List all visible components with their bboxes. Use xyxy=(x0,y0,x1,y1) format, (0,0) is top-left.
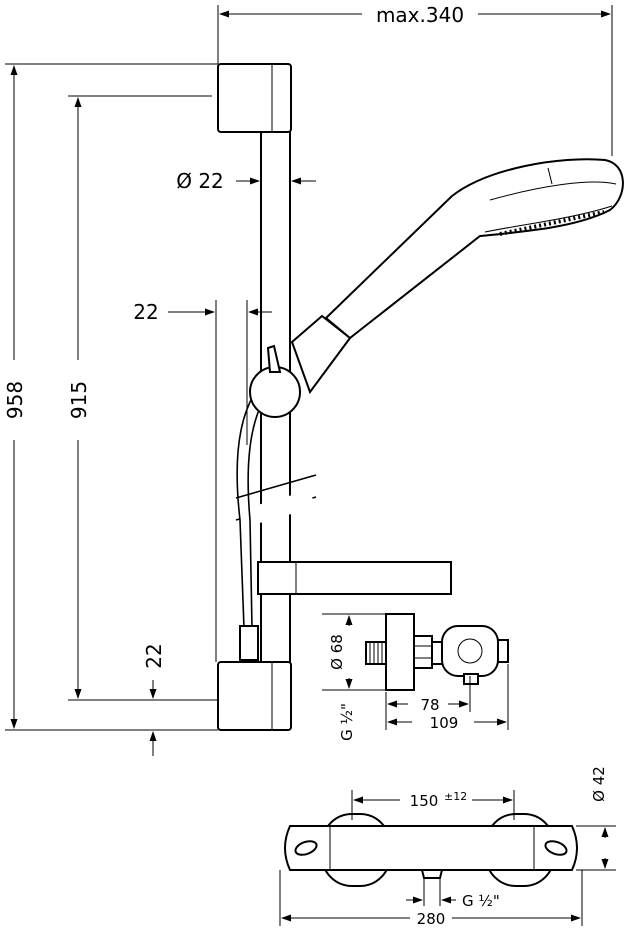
wall-rosette xyxy=(385,613,415,691)
dim-thread-outlet: G ½" xyxy=(462,892,500,910)
mixer-body-front xyxy=(284,825,578,871)
dim-bracket-22: 22 xyxy=(142,643,166,668)
top-wall-bracket xyxy=(217,63,292,133)
rail-dimensions: max.340 958 915 Ø 22 22 22 xyxy=(3,3,613,756)
slider-knob xyxy=(249,366,301,418)
hose-connector xyxy=(239,625,259,661)
mixer-body-side xyxy=(441,625,499,677)
dim-958: 958 xyxy=(3,381,27,419)
dim-150: 150 xyxy=(410,792,439,810)
dim-max-340: max.340 xyxy=(376,3,464,27)
dim-109: 109 xyxy=(430,714,459,732)
slider-lever xyxy=(266,344,282,373)
shower-rail-assembly xyxy=(217,63,624,731)
dim-thread-vertical: G ½" xyxy=(338,703,356,741)
dim-rosette-diameter: Ø 68 xyxy=(328,634,346,670)
dim-78: 78 xyxy=(420,696,439,714)
soap-dish xyxy=(257,561,452,595)
outlet xyxy=(420,869,444,879)
hand-shower-body xyxy=(324,158,624,340)
mixer-front-view: 150 ±12 Ø 42 G ½" 280 xyxy=(279,766,616,928)
temperature-handle-mark xyxy=(294,840,318,856)
dim-wall-offset-22: 22 xyxy=(133,300,158,324)
dim-rail-diameter: Ø 22 xyxy=(176,169,224,193)
break-line-top xyxy=(235,474,317,499)
dim-diameter-42: Ø 42 xyxy=(590,766,608,802)
inlet-thread xyxy=(365,641,387,665)
hand-shower xyxy=(290,158,624,395)
bottom-wall-bracket xyxy=(217,661,292,731)
mixer-side-view: Ø 68 G ½" 78 109 xyxy=(322,613,509,741)
inlet-nut xyxy=(413,635,433,669)
dim-280: 280 xyxy=(417,910,446,928)
dim-150-tolerance: ±12 xyxy=(444,790,467,803)
flow-handle-mark xyxy=(544,840,568,856)
dim-915: 915 xyxy=(67,381,91,419)
